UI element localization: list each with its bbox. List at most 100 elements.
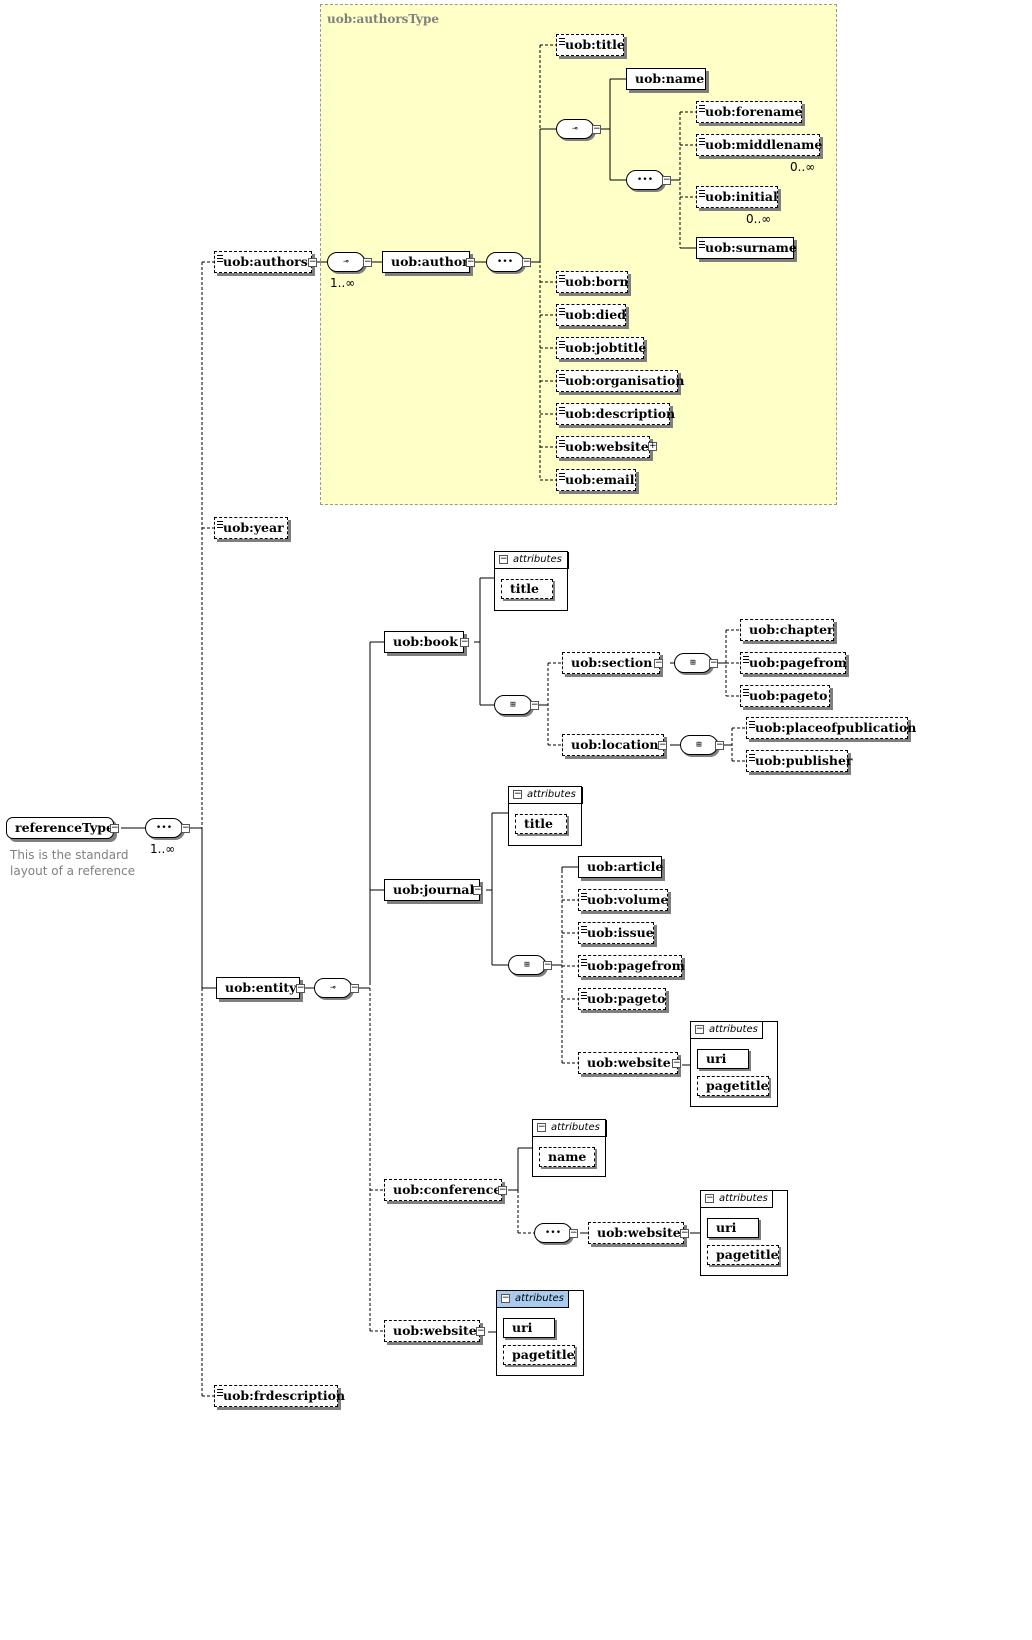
jobtitle-element[interactable]: uob:jobtitle <box>556 337 646 359</box>
journal-element[interactable]: uob:journal <box>384 879 480 901</box>
minus-box-icon[interactable]: − <box>715 740 724 750</box>
minus-box-icon[interactable]: − <box>654 658 663 668</box>
minus-box-icon[interactable]: − <box>705 1193 714 1203</box>
section-element[interactable]: uob:section <box>562 652 660 674</box>
minus-box-icon[interactable]: − <box>672 1058 681 1068</box>
minus-box-icon[interactable]: − <box>695 1024 704 1034</box>
attributes-header[interactable]: − attributes <box>495 552 569 569</box>
pagefrom-element[interactable]: uob:pagefrom <box>578 955 685 977</box>
middlename-occurrence: 0..∞ <box>790 160 816 174</box>
entity-element[interactable]: uob:entity <box>216 977 300 999</box>
forename-element[interactable]: uob:forename <box>696 101 802 123</box>
attributes-header[interactable]: − attributes <box>533 1120 607 1137</box>
minus-box-icon[interactable]: − <box>110 823 119 833</box>
article-element[interactable]: uob:article <box>578 856 663 878</box>
initial-occurrence: 0..∞ <box>746 212 772 226</box>
surname-element[interactable]: uob:surname <box>696 237 797 259</box>
sequence-compositor-icon[interactable]: ••• <box>486 252 524 272</box>
root-documentation: This is the standard layout of a referen… <box>10 847 135 879</box>
authors-type-label: uob:authorsType <box>327 12 440 26</box>
attr-pagetitle[interactable]: pagetitle <box>707 1245 779 1265</box>
book-element[interactable]: uob:book <box>384 631 464 653</box>
pageto-element[interactable]: uob:pageto <box>578 988 666 1010</box>
attr-uri[interactable]: uri <box>707 1218 759 1238</box>
minus-box-icon[interactable]: − <box>476 1326 485 1336</box>
attributes-header[interactable]: − attributes <box>509 787 583 804</box>
pageto-element[interactable]: uob:pageto <box>740 685 830 707</box>
website-element[interactable]: uob:website <box>588 1222 684 1244</box>
minus-box-icon[interactable]: − <box>709 658 718 668</box>
location-element[interactable]: uob:location <box>562 734 664 756</box>
chapter-element[interactable]: uob:chapter <box>740 619 834 641</box>
minus-box-icon[interactable]: − <box>296 983 305 993</box>
year-element[interactable]: uob:year <box>214 517 288 539</box>
volume-element[interactable]: uob:volume <box>578 889 668 911</box>
minus-box-icon[interactable]: − <box>460 637 469 647</box>
attr-pagetitle[interactable]: pagetitle <box>697 1076 769 1096</box>
journal-website-attributes-box: − attributes uri pagetitle <box>690 1021 778 1107</box>
minus-box-icon[interactable]: − <box>658 740 667 750</box>
attr-uri[interactable]: uri <box>697 1049 749 1069</box>
sequence-compositor-icon[interactable]: ••• <box>534 1223 572 1243</box>
attributes-header[interactable]: − attributes <box>701 1191 773 1208</box>
conference-element[interactable]: uob:conference <box>384 1179 502 1201</box>
minus-box-icon[interactable]: − <box>501 1293 510 1303</box>
website-element[interactable]: uob:website <box>384 1320 480 1342</box>
name-element[interactable]: uob:name <box>626 68 706 90</box>
authors-element[interactable]: uob:authors <box>214 251 312 273</box>
all-compositor-icon[interactable]: ⊞ <box>508 955 546 975</box>
minus-box-icon[interactable]: − <box>181 823 190 833</box>
journal-attributes-box: − attributes title <box>508 786 583 846</box>
minus-box-icon[interactable]: − <box>522 257 531 267</box>
initial-element[interactable]: uob:initial <box>696 186 778 208</box>
minus-box-icon[interactable]: − <box>473 885 482 895</box>
minus-box-icon[interactable]: − <box>680 1228 689 1238</box>
attr-title[interactable]: title <box>515 814 567 834</box>
frdescription-element[interactable]: uob:frdescription <box>214 1385 345 1407</box>
organisation-element[interactable]: uob:organisation <box>556 370 684 392</box>
attr-title[interactable]: title <box>501 579 553 599</box>
minus-box-icon[interactable]: − <box>530 700 539 710</box>
minus-box-icon[interactable]: − <box>308 257 317 267</box>
attr-pagetitle[interactable]: pagetitle <box>503 1345 575 1365</box>
choice-compositor-icon[interactable]: ⊸ <box>556 119 594 139</box>
minus-box-icon[interactable]: − <box>543 960 552 970</box>
all-compositor-icon[interactable]: ⊞ <box>494 695 532 715</box>
sequence-compositor-icon[interactable]: ••• <box>626 170 664 190</box>
all-compositor-icon[interactable]: ⊞ <box>680 735 718 755</box>
placeofpublication-element[interactable]: uob:placeofpublication <box>746 717 916 739</box>
plus-box-icon[interactable]: + <box>648 441 657 451</box>
minus-box-icon[interactable]: − <box>537 1122 546 1132</box>
middlename-element[interactable]: uob:middlename <box>696 134 822 156</box>
author-element[interactable]: uob:author <box>382 251 470 273</box>
email-element[interactable]: uob:email <box>556 469 636 491</box>
attr-uri[interactable]: uri <box>503 1318 555 1338</box>
minus-box-icon[interactable]: − <box>592 124 601 134</box>
issue-element[interactable]: uob:issue <box>578 922 654 944</box>
choice-compositor-icon[interactable]: ⊸ <box>314 978 352 998</box>
minus-box-icon[interactable]: − <box>569 1228 578 1238</box>
doc-line-1: This is the standard <box>10 848 129 862</box>
minus-box-icon[interactable]: − <box>363 257 372 267</box>
born-element[interactable]: uob:born <box>556 271 629 293</box>
sequence-compositor-icon[interactable]: ••• <box>145 818 183 838</box>
minus-box-icon[interactable]: − <box>499 554 508 564</box>
choice-compositor-icon[interactable]: ⊸ <box>327 252 365 272</box>
website-element[interactable]: uob:website <box>556 436 650 458</box>
description-element[interactable]: uob:description <box>556 403 675 425</box>
root-element[interactable]: referenceType <box>6 817 114 839</box>
title-element[interactable]: uob:title <box>556 34 625 56</box>
all-compositor-icon[interactable]: ⊞ <box>674 653 712 673</box>
died-element[interactable]: uob:died <box>556 304 626 326</box>
attributes-header[interactable]: − attributes <box>691 1022 763 1039</box>
minus-box-icon[interactable]: − <box>466 257 475 267</box>
publisher-element[interactable]: uob:publisher <box>746 750 853 772</box>
attr-name[interactable]: name <box>539 1147 595 1167</box>
attributes-header-selected[interactable]: − attributes <box>497 1291 569 1308</box>
pagefrom-element[interactable]: uob:pagefrom <box>740 652 847 674</box>
minus-box-icon[interactable]: − <box>662 175 671 185</box>
minus-box-icon[interactable]: − <box>350 983 359 993</box>
minus-box-icon[interactable]: − <box>498 1185 507 1195</box>
website-element[interactable]: uob:website <box>578 1052 678 1074</box>
minus-box-icon[interactable]: − <box>513 789 522 799</box>
